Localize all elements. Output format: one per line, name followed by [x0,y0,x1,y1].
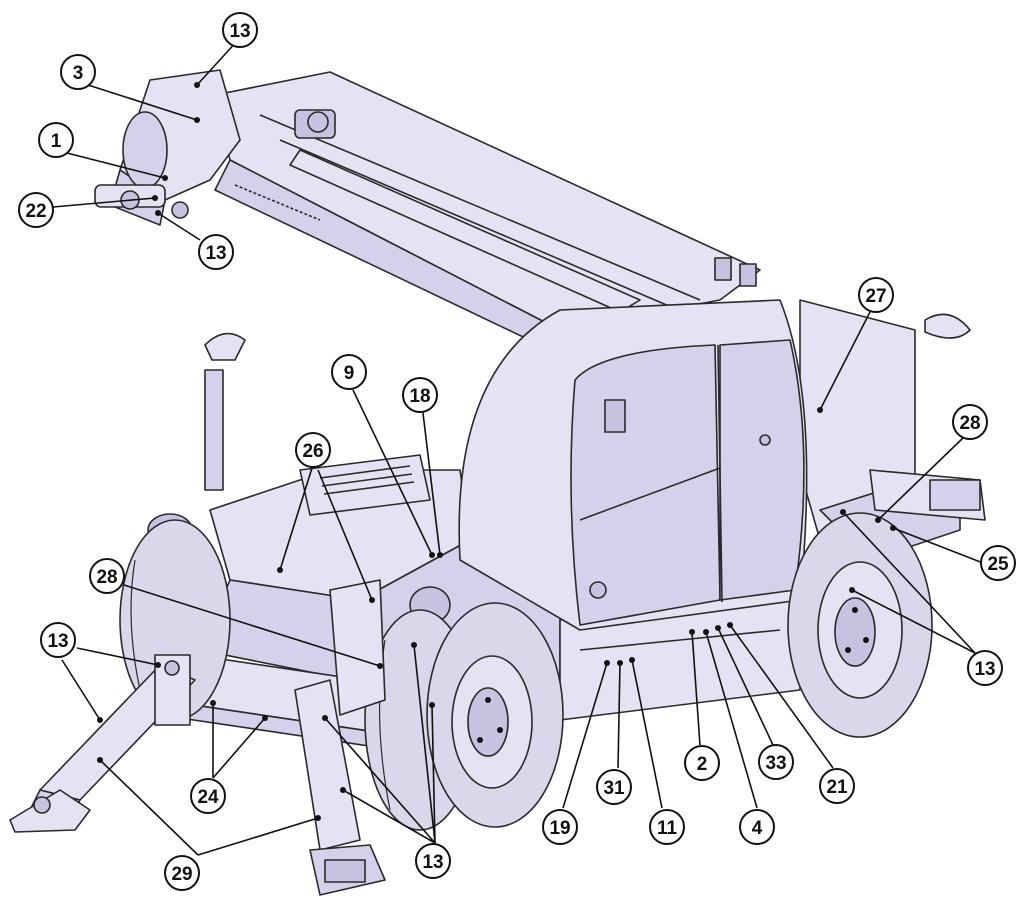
callout-29: 29 [164,855,200,891]
callout-label: 28 [959,413,980,434]
right-stabilizer [294,579,386,896]
callout-13-left: 13 [40,622,76,658]
callout-leaders [52,39,984,856]
callout-label: 28 [96,567,117,588]
callout-label: 22 [25,201,46,222]
callout-11: 11 [649,809,685,845]
callout-label: 31 [603,778,625,799]
callout-label: 13 [422,852,443,873]
callout-25: 25 [980,545,1016,581]
callout-28-right: 28 [952,404,988,440]
callout-9: 9 [331,354,367,390]
callout-33: 33 [758,744,794,780]
callout-label: 25 [987,554,1009,575]
callout-label: 24 [197,787,219,808]
step-plate [319,465,415,495]
callout-13-bottom: 13 [415,843,451,879]
callout-label: 2 [697,754,708,775]
callout-4: 4 [739,809,775,845]
callout-label: 11 [657,818,678,839]
operator-cab [458,299,808,631]
callout-1: 1 [38,122,74,158]
callout-2: 2 [684,745,720,781]
callout-label: 13 [205,243,226,264]
callout-label: 13 [47,631,68,652]
callout-31: 31 [596,769,632,805]
callout-13-second: 13 [198,234,234,270]
callout-label: 27 [865,286,886,307]
callout-label: 4 [752,818,763,839]
callout-19: 19 [542,809,578,845]
callout-13-top: 13 [222,12,258,48]
left-stabilizer [9,654,196,833]
callout-22: 22 [18,192,54,228]
callout-label: 26 [302,441,323,462]
callout-24: 24 [190,778,226,814]
callout-label: 13 [974,659,995,680]
callout-21: 21 [819,768,855,804]
callout-label: 21 [826,777,848,798]
callout-label: 1 [51,131,62,152]
callout-label: 19 [549,818,570,839]
callout-label: 29 [171,864,192,885]
callout-28-left: 28 [89,558,125,594]
callout-label: 33 [765,753,786,774]
callout-13-right: 13 [967,650,1003,686]
telescopic-boom [94,69,761,346]
callout-label: 18 [409,386,430,407]
front-right-wheel [426,602,564,828]
callout-label: 13 [229,21,250,42]
callout-18: 18 [402,377,438,413]
callout-3: 3 [60,54,96,90]
callout-26: 26 [295,432,331,468]
callout-27: 27 [858,277,894,313]
callout-label: 9 [344,363,355,384]
callout-label: 3 [73,63,84,84]
rear-right-wheel [787,512,933,738]
